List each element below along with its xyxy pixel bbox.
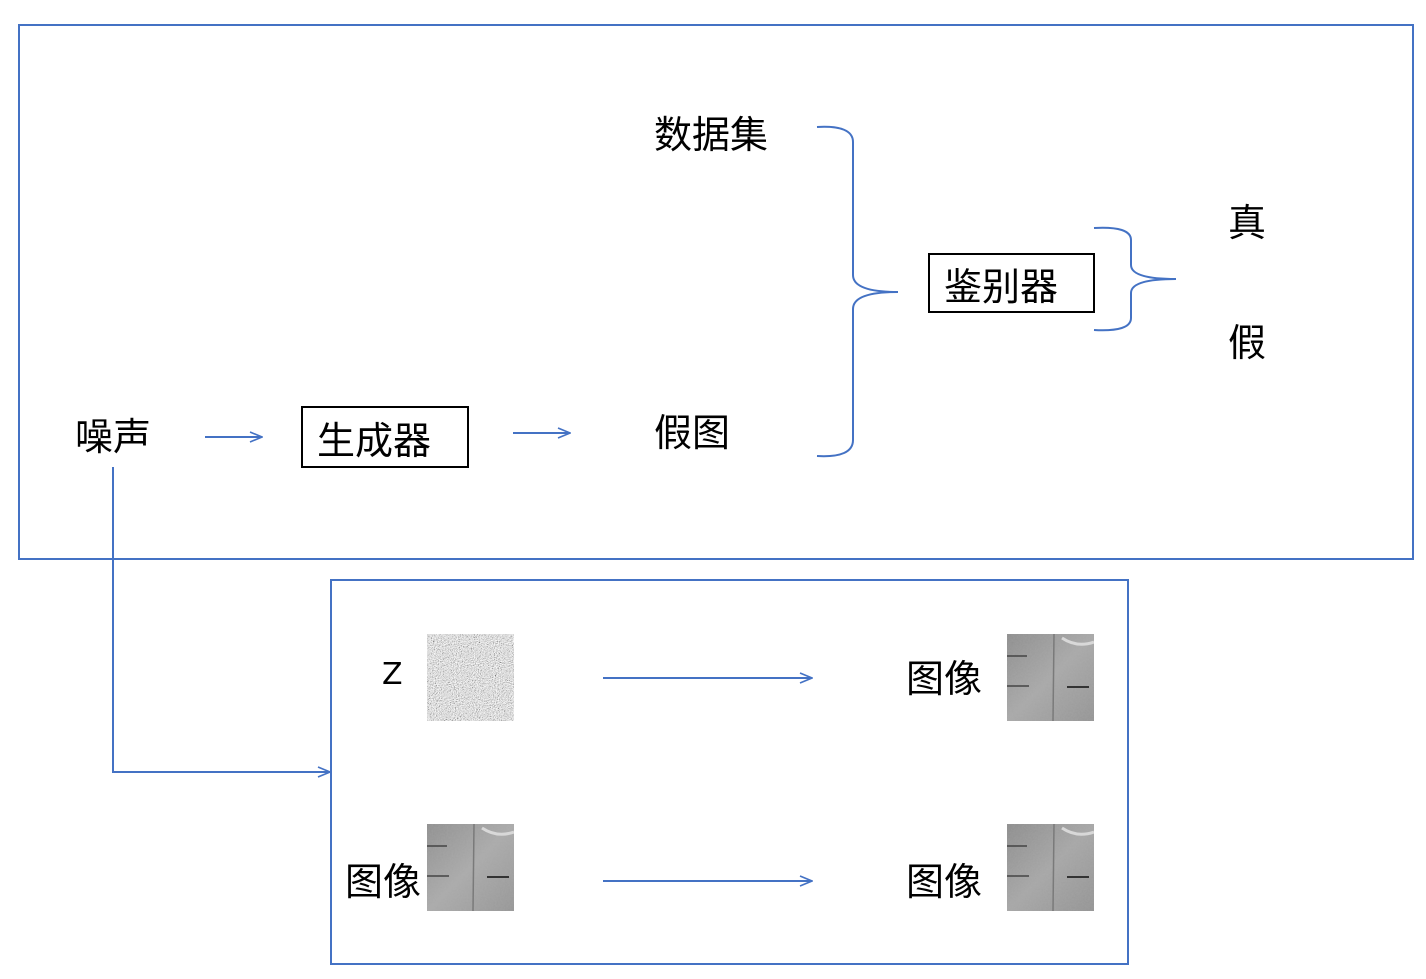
output-image-label-2: 图像 [906,860,983,904]
brace-outputs [1093,226,1177,332]
discriminator-box: 鉴别器 [928,253,1095,313]
generator-label: 生成器 [317,418,432,463]
noise-image [427,634,514,721]
texture-image-3 [1007,824,1094,911]
arrow-noise-to-example [112,467,330,772]
output-image-label-1: 图像 [906,657,983,701]
fake-label: 假 [1228,321,1267,365]
dataset-label: 数据集 [654,113,769,157]
discriminator-label: 鉴别器 [944,264,1059,309]
example-frame [330,579,1129,965]
gan-frame [18,24,1414,560]
generator-box: 生成器 [301,406,469,468]
real-label: 真 [1228,201,1267,245]
z-label: Z [382,657,403,692]
brace-inputs [816,125,899,458]
texture-image-2 [427,824,514,911]
noise-label: 噪声 [75,415,152,459]
input-image-label-2: 图像 [345,860,422,904]
texture-image-1 [1007,634,1094,721]
fake-image-label: 假图 [654,411,731,455]
